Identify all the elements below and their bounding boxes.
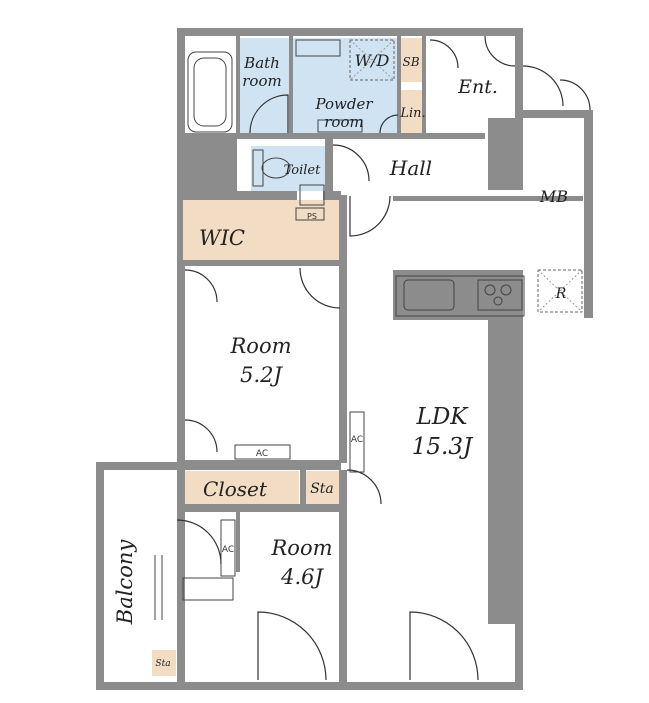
linen-label: Lin. xyxy=(399,106,425,121)
ps-label: PS xyxy=(307,212,317,221)
ac-label-room1: AC xyxy=(256,449,268,459)
bath-label-line1: Bath xyxy=(243,54,280,72)
ac-label-room2: AC xyxy=(222,545,234,555)
room2-label-size: 4.6J xyxy=(280,565,324,589)
powder-label-line1: Powder xyxy=(314,95,373,113)
room1-label-name: Room xyxy=(229,334,291,358)
hall-label: Hall xyxy=(389,156,432,180)
ac-label-ldk: AC xyxy=(351,435,363,445)
ldk-label-name: LDK xyxy=(416,404,470,430)
toilet-label: Toilet xyxy=(284,163,321,178)
bath-label-line2: room xyxy=(242,72,281,90)
powder-label-line2: room xyxy=(324,113,363,131)
entrance-label: Ent. xyxy=(457,76,498,98)
room-labels: Bath room W/D SB Ent. Powder room Lin. T… xyxy=(113,51,568,669)
room1-label-size: 5.2J xyxy=(240,363,283,387)
fixtures xyxy=(154,39,583,620)
storage-label-1: Sta xyxy=(310,481,334,497)
wic-label: WIC xyxy=(199,226,245,250)
sb-label: SB xyxy=(402,55,419,69)
outer-walls xyxy=(96,28,593,690)
ldk-label-size: 15.3J xyxy=(412,434,474,460)
mb-label: MB xyxy=(539,187,568,206)
storage-label-2: Sta xyxy=(155,659,170,669)
wd-label: W/D xyxy=(355,51,390,70)
interior-walls xyxy=(177,36,583,690)
room2-label-name: Room xyxy=(270,536,332,560)
door-swings xyxy=(176,35,591,681)
balcony-label: Balcony xyxy=(113,539,137,626)
closet-label: Closet xyxy=(203,477,268,501)
refrigerator-label: R xyxy=(555,286,567,302)
